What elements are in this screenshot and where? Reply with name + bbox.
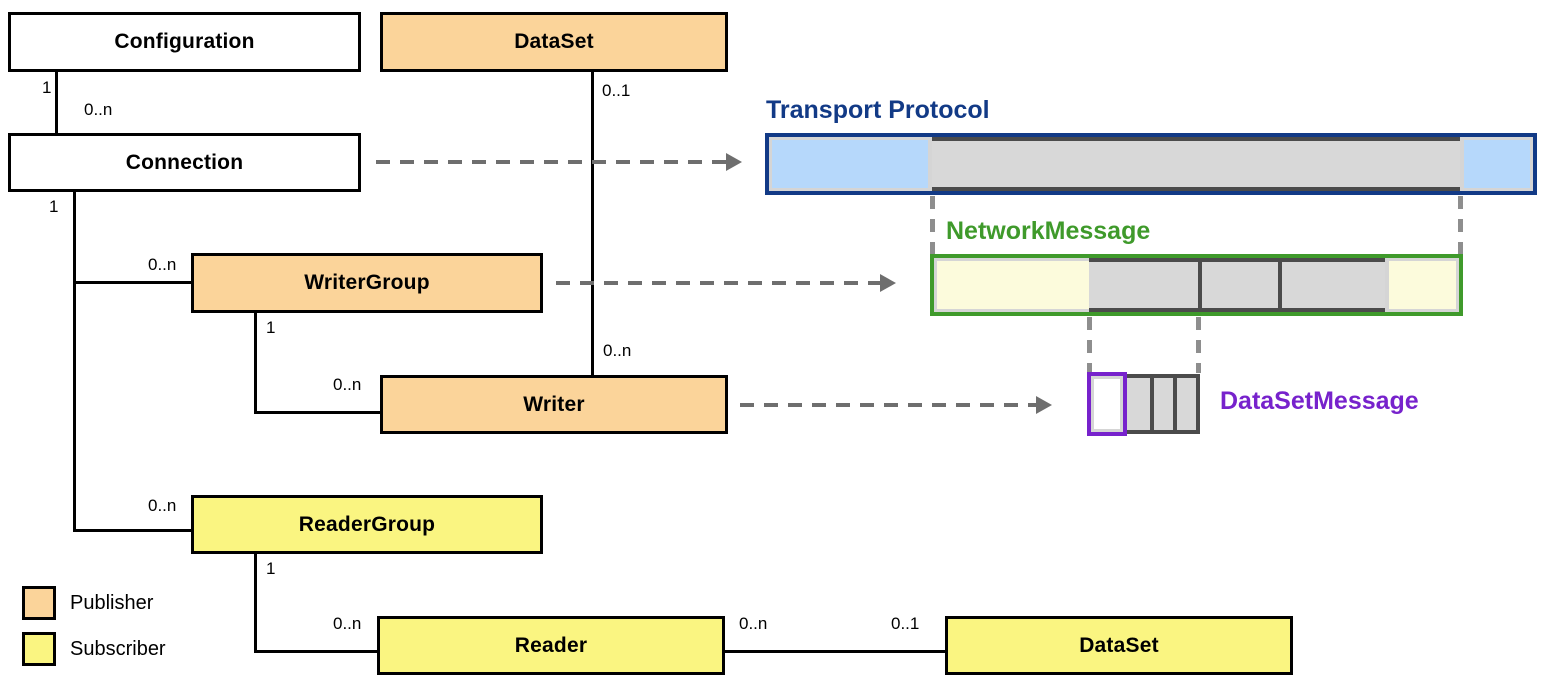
dependency-arrowhead-datasetmessage	[1036, 396, 1052, 414]
multiplicity-readergroup-many: 0..n	[148, 496, 177, 515]
edge-dataset-writer	[591, 72, 594, 375]
bar-divider-dsm-2	[1173, 374, 1177, 434]
multiplicity-connection-many: 0..n	[84, 100, 113, 119]
edge-readergroup-down	[254, 554, 257, 653]
guide-transport-left	[930, 196, 935, 256]
edge-connection-trunk	[73, 192, 76, 532]
class-box-configuration[interactable]: Configuration	[8, 12, 361, 72]
dependency-writergroup-to-networkmessage	[556, 281, 880, 285]
bar-divider-dsm-1	[1150, 374, 1154, 434]
edge-writergroup-down	[254, 313, 257, 414]
bar-edge-dsm-fields-top	[1127, 374, 1200, 378]
dependency-connection-to-transport	[376, 160, 726, 164]
legend-label-publisher: Publisher	[70, 592, 154, 614]
class-label-writer: Writer	[523, 392, 585, 416]
legend-swatch-publisher	[22, 586, 56, 620]
class-box-reader[interactable]: Reader	[377, 616, 725, 675]
edge-readergroup-reader	[254, 650, 382, 653]
bar-segment-transport-header	[772, 140, 928, 188]
dependency-arrowhead-networkmessage	[880, 274, 896, 292]
dependency-arrowhead-transport	[726, 153, 742, 171]
dependency-writer-to-datasetmessage	[740, 403, 1036, 407]
bar-edge-network-body-bottom	[1089, 308, 1385, 312]
bar-edge-transport-payload-bottom	[932, 187, 1460, 191]
bar-title-dataset-message: DataSetMessage	[1220, 387, 1419, 415]
bar-divider-network-2	[1278, 258, 1282, 312]
multiplicity-reader-many: 0..n	[333, 614, 362, 633]
multiplicity-configuration-one: 1	[42, 78, 52, 97]
bar-segment-dsm-header	[1094, 379, 1120, 429]
edge-reader-dataset	[725, 650, 945, 653]
bar-divider-dsm-3	[1196, 374, 1200, 434]
class-label-dataset-publisher: DataSet	[514, 30, 594, 53]
class-box-writer[interactable]: Writer	[380, 375, 728, 434]
multiplicity-reader-dataset-zero-one: 0..1	[891, 614, 920, 633]
multiplicity-writer-many: 0..n	[333, 375, 362, 394]
bar-segment-transport-payload	[932, 137, 1460, 191]
class-label-writergroup: WriterGroup	[304, 271, 430, 294]
edge-writergroup-writer	[254, 411, 382, 414]
bar-title-network-message: NetworkMessage	[946, 217, 1151, 245]
edge-connection-readergroup	[73, 529, 193, 532]
multiplicity-writer-dataset-many: 0..n	[603, 341, 632, 360]
bar-segment-network-trailer	[1389, 261, 1456, 309]
guide-transport-right	[1458, 196, 1463, 256]
bar-segment-network-body	[1089, 258, 1385, 312]
class-box-connection[interactable]: Connection	[8, 133, 361, 192]
class-box-readergroup[interactable]: ReaderGroup	[191, 495, 543, 554]
class-label-dataset-subscriber: DataSet	[1079, 633, 1159, 657]
bar-edge-network-body-top	[1089, 258, 1385, 262]
edge-configuration-connection	[55, 72, 58, 133]
class-box-dataset-subscriber[interactable]: DataSet	[945, 616, 1293, 675]
bar-edge-transport-payload-top	[932, 137, 1460, 141]
bar-segment-transport-trailer	[1464, 140, 1530, 188]
guide-network-left	[1087, 317, 1092, 373]
multiplicity-writergroup-many: 0..n	[148, 255, 177, 274]
multiplicity-connection-one: 1	[49, 197, 59, 216]
legend-swatch-subscriber	[22, 632, 56, 666]
multiplicity-dataset-zero-one: 0..1	[602, 81, 631, 100]
bar-divider-network-1	[1198, 258, 1202, 312]
class-box-writergroup[interactable]: WriterGroup	[191, 253, 543, 313]
multiplicity-reader-dataset-many: 0..n	[739, 614, 768, 633]
class-label-readergroup: ReaderGroup	[298, 512, 436, 536]
bar-segment-network-header	[937, 261, 1089, 309]
multiplicity-readergroup-one: 1	[266, 559, 276, 578]
class-box-dataset-publisher[interactable]: DataSet	[380, 12, 728, 72]
bar-edge-dsm-fields-bottom	[1127, 430, 1200, 434]
bar-segment-dsm-fields	[1127, 374, 1200, 434]
class-label-configuration: Configuration	[114, 30, 255, 53]
guide-network-right	[1196, 317, 1201, 373]
edge-connection-writergroup	[73, 281, 193, 284]
multiplicity-writergroup-one: 1	[266, 318, 276, 337]
legend-label-subscriber: Subscriber	[70, 638, 166, 660]
bar-title-transport-protocol: Transport Protocol	[766, 96, 990, 124]
class-label-connection: Connection	[125, 150, 244, 174]
class-label-reader: Reader	[514, 633, 588, 657]
